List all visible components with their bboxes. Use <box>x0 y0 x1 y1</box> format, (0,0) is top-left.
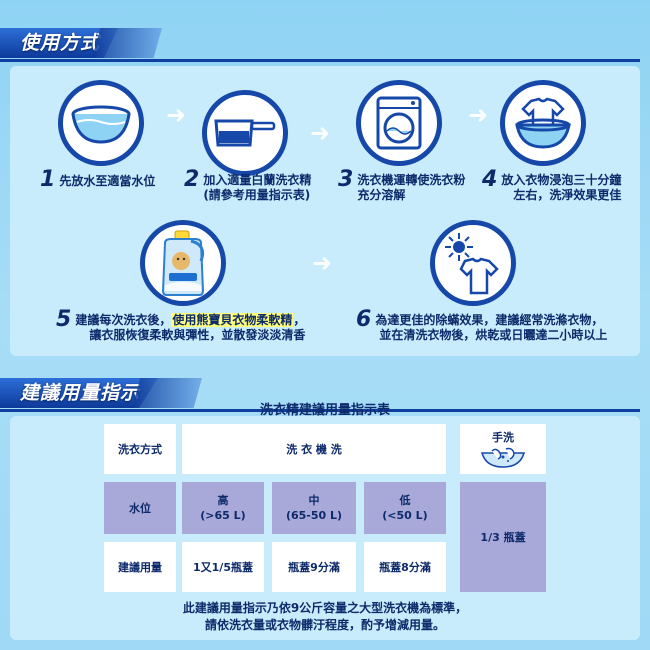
table-amount-high: 1又1/5瓶蓋 <box>182 542 264 592</box>
step-line: 建議每次洗衣後， <box>75 313 172 327</box>
step-number: 2 <box>184 167 200 192</box>
section-banner-dosage: 建議用量指示 <box>0 378 640 412</box>
softener-highlight: 使用熊寶貝衣物柔軟精 <box>171 313 294 327</box>
banner-stripe <box>92 28 163 58</box>
step-5-text: 5 建議每次洗衣後，使用熊寶貝衣物柔軟精， 讓衣服恢復柔軟與彈性，並散發淡淡清香 <box>56 307 306 343</box>
note-line: 請依洗衣量或衣物髒汙程度，酌予增減用量。 <box>204 618 445 632</box>
step-number: 4 <box>482 167 498 192</box>
step-6-text: 6 為達更佳的除蟎效果，建議經常洗滌衣物， 並在清洗衣物後，烘乾或日曬達二小時以… <box>356 307 608 343</box>
section-title-dosage: 建議用量指示 <box>0 378 159 408</box>
table-label-amount: 建議用量 <box>104 542 176 592</box>
level-name: 低 <box>399 494 411 507</box>
step4-shirt-soak-icon <box>500 80 586 166</box>
section-banner-usage: 使用方式 <box>0 28 640 62</box>
step-line: 左右，洗淨效果更佳 <box>513 188 622 202</box>
step-1-text: 1 先放水至適當水位 <box>40 167 156 192</box>
table-level-high: 高 (>65 L) <box>182 482 264 534</box>
step-line: 加入適量白蘭洗衣精 <box>203 173 312 187</box>
level-range: (65-50 L) <box>285 509 343 522</box>
table-level-low: 低 (<50 L) <box>364 482 446 534</box>
level-name: 中 <box>308 494 320 507</box>
level-range: (>65 L) <box>200 509 246 522</box>
banner-underline <box>0 59 640 62</box>
level-range: (<50 L) <box>382 509 428 522</box>
step-number: 3 <box>338 167 354 192</box>
step-arrow-icon: ➜ <box>166 101 187 129</box>
step-line: 洗衣機運轉使洗衣粉 <box>357 173 466 187</box>
step3-washing-machine-icon <box>356 80 442 166</box>
step1-basin-icon <box>58 80 144 166</box>
step-line: 讓衣服恢復柔軟與彈性，並散發淡淡清香 <box>89 328 306 342</box>
table-label-method: 洗衣方式 <box>104 424 176 474</box>
banner-underline <box>0 409 640 412</box>
step-line: 並在清洗衣物後，烘乾或日曬達二小時以上 <box>379 328 608 342</box>
banner-stripe <box>132 378 203 408</box>
step6-sun-dry-icon <box>430 220 516 306</box>
dosage-table-title: 洗衣精建議用量指示表 <box>259 402 390 418</box>
level-name: 高 <box>217 494 229 507</box>
step-arrow-icon: ➜ <box>312 249 333 277</box>
step-number: 6 <box>356 307 372 332</box>
step5-softener-bottle-icon <box>140 220 226 306</box>
hand-wash-icon <box>481 447 525 468</box>
table-machine-wash: 洗 衣 機 洗 <box>182 424 446 474</box>
step-line: (請參考用量指示表) <box>203 188 311 202</box>
step-number: 1 <box>40 167 56 192</box>
step-2-text: 2 加入適量白蘭洗衣精 (請參考用量指示表) <box>184 167 312 203</box>
step-arrow-icon: ➜ <box>468 101 489 129</box>
table-hand-wash-amount: 1/3 瓶蓋 <box>460 482 546 592</box>
hand-wash-label: 手洗 <box>492 430 514 444</box>
step-line: 先放水至適當水位 <box>59 174 156 188</box>
dosage-note: 此建議用量指示乃依9公斤容量之大型洗衣機為標準， 請依洗衣量或衣物髒汙程度，酌予… <box>0 600 650 634</box>
note-line: 此建議用量指示乃依9公斤容量之大型洗衣機為標準， <box>182 601 468 615</box>
step-number: 5 <box>56 307 72 332</box>
step-line: 充分溶解 <box>357 188 406 202</box>
table-hand-wash: 手洗 <box>460 424 546 474</box>
step-line: 放入衣物浸泡三十分鐘 <box>501 173 622 187</box>
step2-measuring-cap-icon <box>202 90 288 176</box>
step-line: ， <box>293 313 306 327</box>
step-arrow-icon: ➜ <box>310 119 331 147</box>
table-level-medium: 中 (65-50 L) <box>272 482 356 534</box>
step-4-text: 4 放入衣物浸泡三十分鐘 左右，洗淨效果更佳 <box>482 167 622 203</box>
table-label-water-level: 水位 <box>104 482 176 534</box>
table-amount-low: 瓶蓋8分滿 <box>364 542 446 592</box>
table-amount-medium: 瓶蓋9分滿 <box>272 542 356 592</box>
step-3-text: 3 洗衣機運轉使洗衣粉 充分溶解 <box>338 167 466 203</box>
step-line: 為達更佳的除蟎效果，建議經常洗滌衣物， <box>375 313 604 327</box>
